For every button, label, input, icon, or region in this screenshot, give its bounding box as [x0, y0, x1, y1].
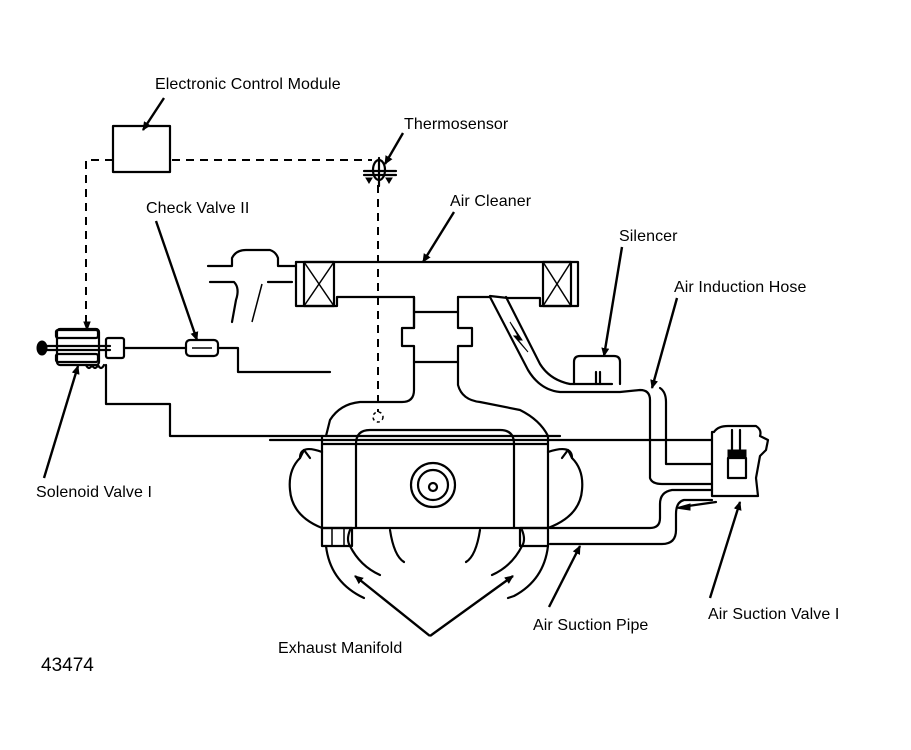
exhaust-manifold: [320, 526, 550, 600]
solenoid-valve: [36, 321, 126, 370]
label-air-suction-pipe: Air Suction Pipe: [533, 617, 649, 634]
leader-ecm: [141, 97, 166, 131]
air-cleaner: [294, 260, 580, 330]
figure-number: 43474: [41, 655, 94, 676]
leader-exhaust-manifold-right: [429, 575, 514, 637]
vacuum-hose: [122, 338, 332, 374]
label-air-cleaner: Air Cleaner: [450, 193, 532, 210]
leader-air-suction-valve: [708, 501, 742, 599]
throttle-body: [324, 295, 550, 438]
label-solenoid-valve: Solenoid Valve I: [36, 484, 153, 501]
electrical-wiring: [85, 159, 384, 423]
label-electronic-control-module: Electronic Control Module: [155, 76, 341, 93]
label-thermosensor: Thermosensor: [404, 116, 509, 133]
leader-air-suction-pipe: [547, 545, 582, 608]
air-induction-pipe: [488, 295, 714, 486]
solenoid-lower-hose: [104, 363, 562, 438]
label-air-suction-valve: Air Suction Valve I: [708, 606, 840, 623]
label-air-induction-hose: Air Induction Hose: [674, 279, 807, 296]
leader-check-valve: [154, 220, 199, 341]
intake-snorkel: [206, 248, 298, 324]
leader-air-induction-hose: [650, 297, 679, 389]
label-check-valve: Check Valve II: [146, 200, 250, 217]
leader-lines: [42, 97, 742, 637]
leader-solenoid-valve: [42, 365, 80, 479]
leader-exhaust-manifold-left: [354, 575, 431, 637]
thermosensor-symbol: [362, 156, 398, 188]
silencer: [572, 354, 622, 386]
air-suction-valve: [675, 424, 770, 511]
label-silencer: Silencer: [619, 228, 678, 245]
label-exhaust-manifold: Exhaust Manifold: [278, 640, 403, 657]
leader-silencer: [601, 246, 624, 357]
leader-thermosensor: [383, 132, 405, 165]
engine-block: [288, 428, 584, 530]
ecm-box: [111, 124, 172, 174]
leader-air-cleaner: [421, 211, 456, 263]
air-suction-pipe: [548, 488, 714, 546]
